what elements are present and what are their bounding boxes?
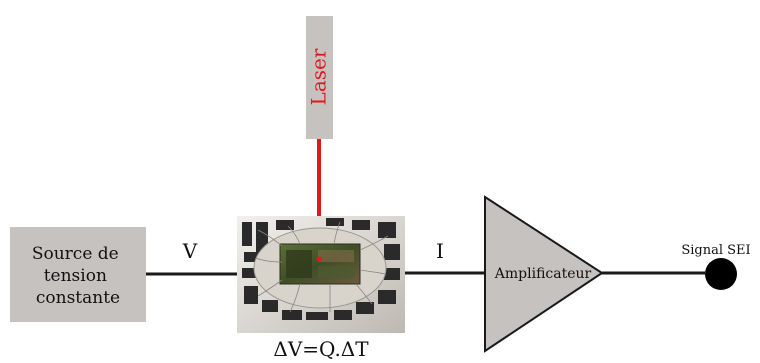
laser-box-rect (306, 16, 333, 139)
voltage-source-label: Source de tension constante (32, 244, 124, 308)
laser-spot (316, 256, 322, 262)
current-label: I (436, 239, 444, 263)
amplifier-triangle (484, 195, 604, 353)
voltage-source-box: Source de tension constante (10, 227, 146, 322)
voltage-source-rect (10, 227, 146, 322)
output-label: Signal SEI (681, 243, 750, 258)
voltage-source-line-1: Source de (32, 244, 119, 264)
equation-label: ΔV=Q.ΔT (273, 337, 369, 361)
amplifier-label: Amplificateur (494, 266, 592, 282)
chip-photo (237, 216, 405, 333)
chip-lead-frame (242, 218, 400, 320)
voltage-label: V (182, 239, 198, 263)
voltage-source-line-3: constante (36, 288, 120, 308)
voltage-source-line-2: tension (44, 266, 107, 286)
amplifier: Amplificateur (484, 195, 604, 353)
output-dot (705, 258, 737, 290)
laser-box: Laser (306, 16, 333, 139)
laser-label: Laser (307, 48, 331, 105)
chip-bond-wires (255, 221, 389, 313)
